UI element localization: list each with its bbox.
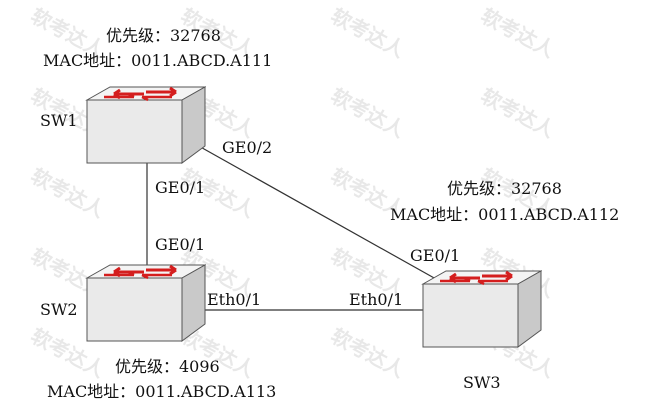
switch-icon-sw3 [421,270,542,348]
sw3-name: SW3 [463,373,501,392]
port-label-sw2-ge0-1: GE0/1 [155,235,206,254]
sw2-name: SW2 [40,300,78,319]
sw1-mac: MAC地址：0011.ABCD.A111 [43,51,273,70]
port-label-sw3-ge0-1: GE0/1 [410,246,461,265]
link-sw1-sw3 [187,139,453,289]
port-label-sw2-eth0-1: Eth0/1 [207,290,262,309]
port-label-sw3-eth0-1: Eth0/1 [349,290,404,309]
sw1-name: SW1 [40,111,78,130]
port-label-sw1-ge0-2: GE0/2 [222,138,273,157]
sw1-priority: 优先级：32768 [106,26,221,45]
port-label-sw1-ge0-1: GE0/1 [155,178,206,197]
switch-icon-sw2 [85,264,206,342]
sw2-mac: MAC地址：0011.ABCD.A113 [47,382,277,401]
sw3-mac: MAC地址：0011.ABCD.A112 [390,205,620,224]
sw3-priority: 优先级：32768 [447,179,562,198]
sw2-priority: 优先级：4096 [115,357,220,376]
switch-icon-sw1 [85,86,206,164]
